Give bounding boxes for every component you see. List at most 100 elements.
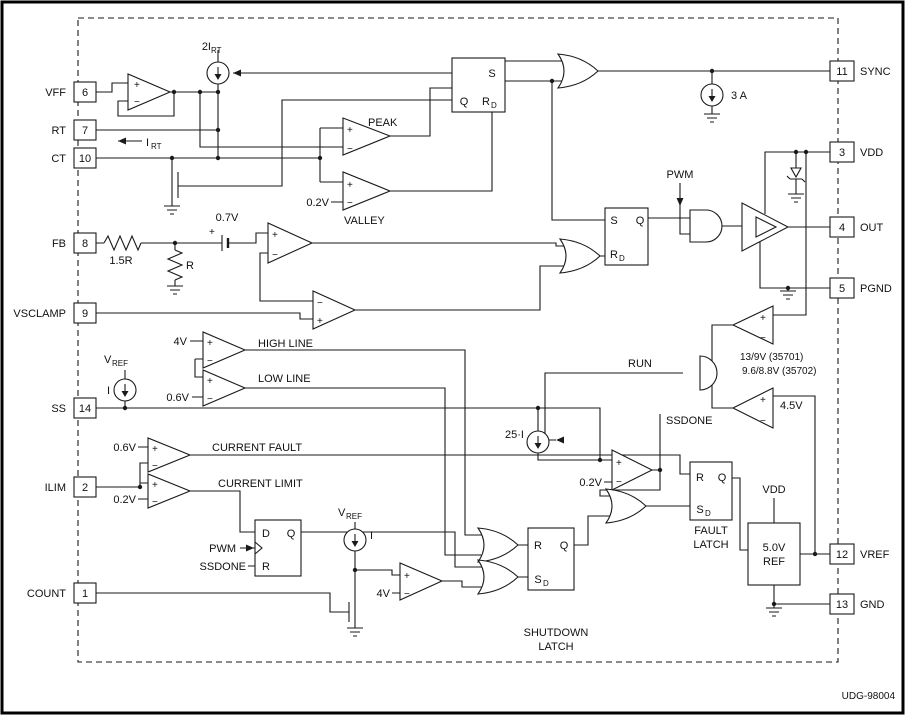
osc-current-label: 2I [202,41,211,53]
cfault-minus: − [152,461,158,472]
pin-label: SYNC [860,66,891,78]
vff-amp-plus: + [134,80,140,91]
pin-number: 14 [79,403,91,415]
pwm-or-gate [558,238,601,274]
ground-icon [787,193,805,203]
shutdown-latch-label-1: SHUTDOWN [524,627,589,639]
vff-amp-minus: − [134,97,140,108]
flatch-r: R [696,472,704,484]
left-arrow-icon [556,436,564,444]
run-and-gate [699,355,718,391]
output-and-gate [689,209,723,243]
pwmlatch-r: R [610,249,618,261]
pin-label: COUNT [27,588,66,600]
vref2-label-sub: REF [346,512,362,521]
high-minus: − [207,356,213,367]
high-ref-label: 4V [174,336,188,348]
fault-or-gate [604,488,647,524]
net-labels: 2I RT I RT PEAK VALLEY 0.2V 0.7V + 1.5R … [104,41,895,702]
vsclamp-comparator: − + [312,290,357,330]
sync-current-label: 3 A [731,90,748,102]
pwm-net-label: PWM [667,169,694,181]
ssdone-reset-label: SSDONE [200,561,246,573]
fault-latch-label-1: FAULT [694,525,728,537]
pin-box [73,232,97,254]
uvlo-threshold-1: 13/9V (35701) [740,352,803,363]
pin-label: GND [860,599,885,611]
pin-box [73,476,97,498]
pin-box [829,277,855,299]
low-minus: − [207,394,213,405]
pwmlatch-r-sub: D [619,254,625,263]
r-bot-label: R [186,260,194,272]
vdd-label: VDD [762,484,785,496]
wires-count-shutdown [96,505,690,628]
uvlo-comparator: + − [731,305,774,345]
pwmlatch-s: S [610,215,617,227]
valley-label: VALLEY [344,215,385,227]
wires-oscillator [96,50,830,221]
ssd-minus: − [616,477,622,488]
wires-output-stage [648,151,830,554]
pin-label: SS [51,403,66,415]
shutdown-latch: R Q S D [527,527,575,591]
osc-latch-r: R [482,96,490,108]
current-fault-label: CURRENT FAULT [212,442,302,454]
ssdone-label: SSDONE [666,415,712,427]
peak-minus: − [347,144,353,155]
wires-ssdone-run [537,372,683,497]
shutdown-or-gate-2 [476,559,519,595]
run-label: RUN [628,358,652,370]
current-limit-label: CURRENT LIMIT [218,478,303,490]
count-current-source [343,528,367,552]
ss-current-label: I [107,385,110,397]
ref-line1: 5.0V [763,542,786,554]
sdlatch-q: Q [560,540,569,552]
flatch-s: S [696,504,703,516]
dff-r: R [262,561,270,573]
low-plus: + [207,376,213,387]
flatch-s-sub: D [705,509,711,518]
sdlatch-s-sub: D [543,579,549,588]
pin-label: VREF [860,549,890,561]
zener-diode [786,167,806,203]
dff-q: Q [287,528,296,540]
osc-latch-q: Q [460,96,469,108]
pin-number: 6 [82,87,88,99]
pin-box [829,60,855,82]
sdlatch-s: S [534,574,541,586]
vref-label-sub: REF [112,359,128,368]
pin-box [73,397,97,419]
pin-number: 4 [839,222,845,234]
sd-plus: + [404,571,410,582]
pin-number: 2 [82,482,88,494]
uvlo-plus: + [760,313,766,324]
offset-plus: + [209,227,215,238]
pin-box [73,119,97,141]
ssd-plus: + [616,458,622,469]
pin-label: VSCLAMP [13,308,66,320]
ss-discharge-source [526,430,564,454]
pin-label: CT [51,153,66,165]
figure-code: UDG-98004 [842,691,896,702]
count-flipflop: D Q R [246,519,302,577]
pin-label: VDD [860,147,883,159]
ss-ref-label: 0.2V [579,477,602,489]
pin-box [73,302,97,324]
left-arrow-icon [233,69,241,77]
vrefgood-comparator: + − [731,387,774,429]
pin-box [73,147,97,169]
pin-number: 12 [836,549,848,561]
i25-label: 25·I [505,429,524,441]
error-amplifier: + − [267,222,314,264]
fault-latch: R Q S D [689,461,733,521]
pwm-clock-arrow-icon [246,544,254,552]
ssdone-comparator: + − [611,449,654,491]
err-plus: + [272,230,278,241]
pin-number: 7 [82,125,88,137]
ground-icon [163,205,181,215]
ground-icon [779,290,797,300]
irt-label: I [146,137,149,149]
